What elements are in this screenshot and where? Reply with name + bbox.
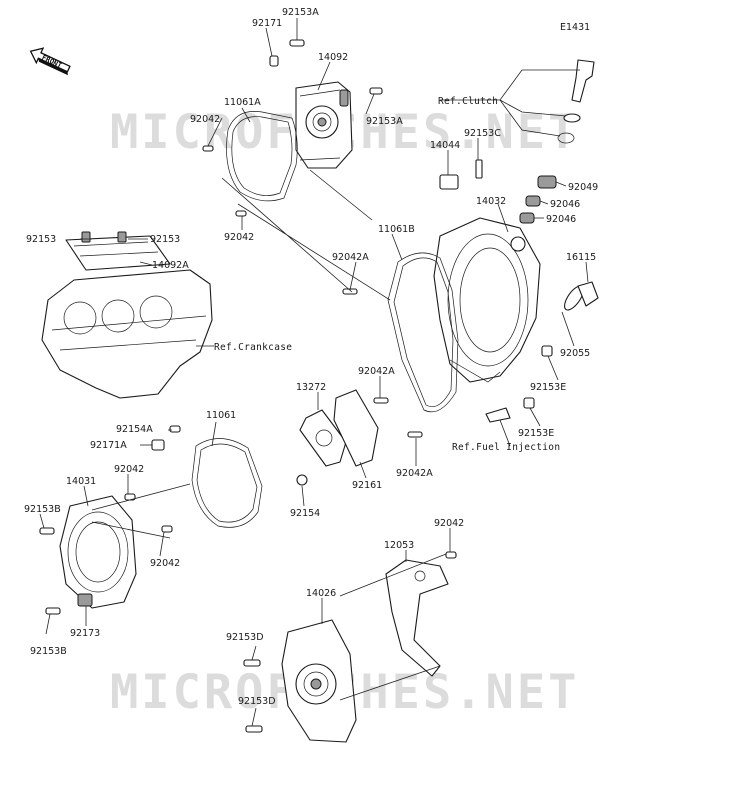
- sprocket-cover-14026-drawing: [281, 619, 357, 743]
- part-label: 14092A: [152, 260, 189, 271]
- part-label: 11061B: [378, 224, 415, 235]
- part-label: 92042A: [396, 468, 433, 479]
- chain-guide-12053-drawing: [385, 559, 449, 677]
- part-label: 14026: [306, 588, 336, 599]
- clutch-parts-drawing: [519, 59, 595, 224]
- part-label: 92153: [150, 234, 180, 245]
- part-label: 92153E: [530, 382, 566, 393]
- part-label: 92055: [560, 348, 590, 359]
- part-label: 92153A: [366, 116, 403, 127]
- bolts-bottom-drawing: [243, 551, 457, 733]
- part-label: 92173: [70, 628, 100, 639]
- gasket-11061-drawing: [191, 438, 263, 528]
- part-label: 92046: [550, 199, 580, 210]
- part-label: 92042A: [332, 252, 369, 263]
- part-label: 92042: [224, 232, 254, 243]
- part-label: 12053: [384, 540, 414, 551]
- part-label: 92042A: [358, 366, 395, 377]
- part-label: 16115: [566, 252, 596, 263]
- part-label: 13272: [296, 382, 326, 393]
- part-label: 92153C: [464, 128, 501, 139]
- part-label: 14044: [430, 140, 460, 151]
- plate-13272-drawing: [296, 389, 379, 486]
- part-label: 92042: [434, 518, 464, 529]
- part-label: 92171: [252, 18, 282, 29]
- part-label: 92153B: [24, 504, 61, 515]
- diagram-id: E1431: [560, 22, 590, 33]
- front-direction-arrow-icon: FRONT: [29, 47, 71, 76]
- ref-crankcase-label: Ref.Crankcase: [214, 342, 292, 353]
- leader-lines: [39, 18, 589, 727]
- gasket-11061B-drawing: [387, 252, 459, 413]
- part-label: 14031: [66, 476, 96, 487]
- part-label: 92154A: [116, 424, 153, 435]
- part-label: 92046: [546, 214, 576, 225]
- part-label: 92171A: [90, 440, 127, 451]
- oil-filler-cap-drawing: [564, 281, 599, 311]
- part-label: 11061A: [224, 97, 261, 108]
- part-label: 92049: [568, 182, 598, 193]
- small-fasteners-right-drawing: [342, 159, 553, 438]
- part-label: 92153E: [518, 428, 554, 439]
- part-label: 92042: [114, 464, 144, 475]
- part-label: 92153D: [238, 696, 276, 707]
- part-label: 14032: [476, 196, 506, 207]
- part-number-labels: 92153A 92171 14092 11061A 92042 92153A 9…: [24, 7, 598, 707]
- part-label: 92153: [26, 234, 56, 245]
- ref-fuel-injection-label: Ref.Fuel Injection: [452, 442, 560, 453]
- part-label: 92153A: [282, 7, 319, 18]
- gasket-11061A-drawing: [226, 111, 298, 202]
- clutch-cover-14032-drawing: [433, 217, 541, 383]
- part-label: 11061: [206, 410, 236, 421]
- part-label: 92042: [150, 558, 180, 569]
- cover-14092-drawing: [295, 81, 353, 169]
- ref-clutch-label: Ref.Clutch: [438, 96, 498, 107]
- part-label: 92154: [290, 508, 320, 519]
- part-label: 92042: [190, 114, 220, 125]
- part-label: 92161: [352, 480, 382, 491]
- generator-cover-14031-drawing: [59, 495, 137, 609]
- crankcase-reference-drawing: [41, 231, 213, 399]
- reference-labels: Ref.Clutch Ref.Crankcase Ref.Fuel Inject…: [214, 96, 560, 453]
- part-label: 92153B: [30, 646, 67, 657]
- part-label: 14092: [318, 52, 348, 63]
- bolts-top-drawing: [202, 39, 383, 217]
- part-label: 92153D: [226, 632, 264, 643]
